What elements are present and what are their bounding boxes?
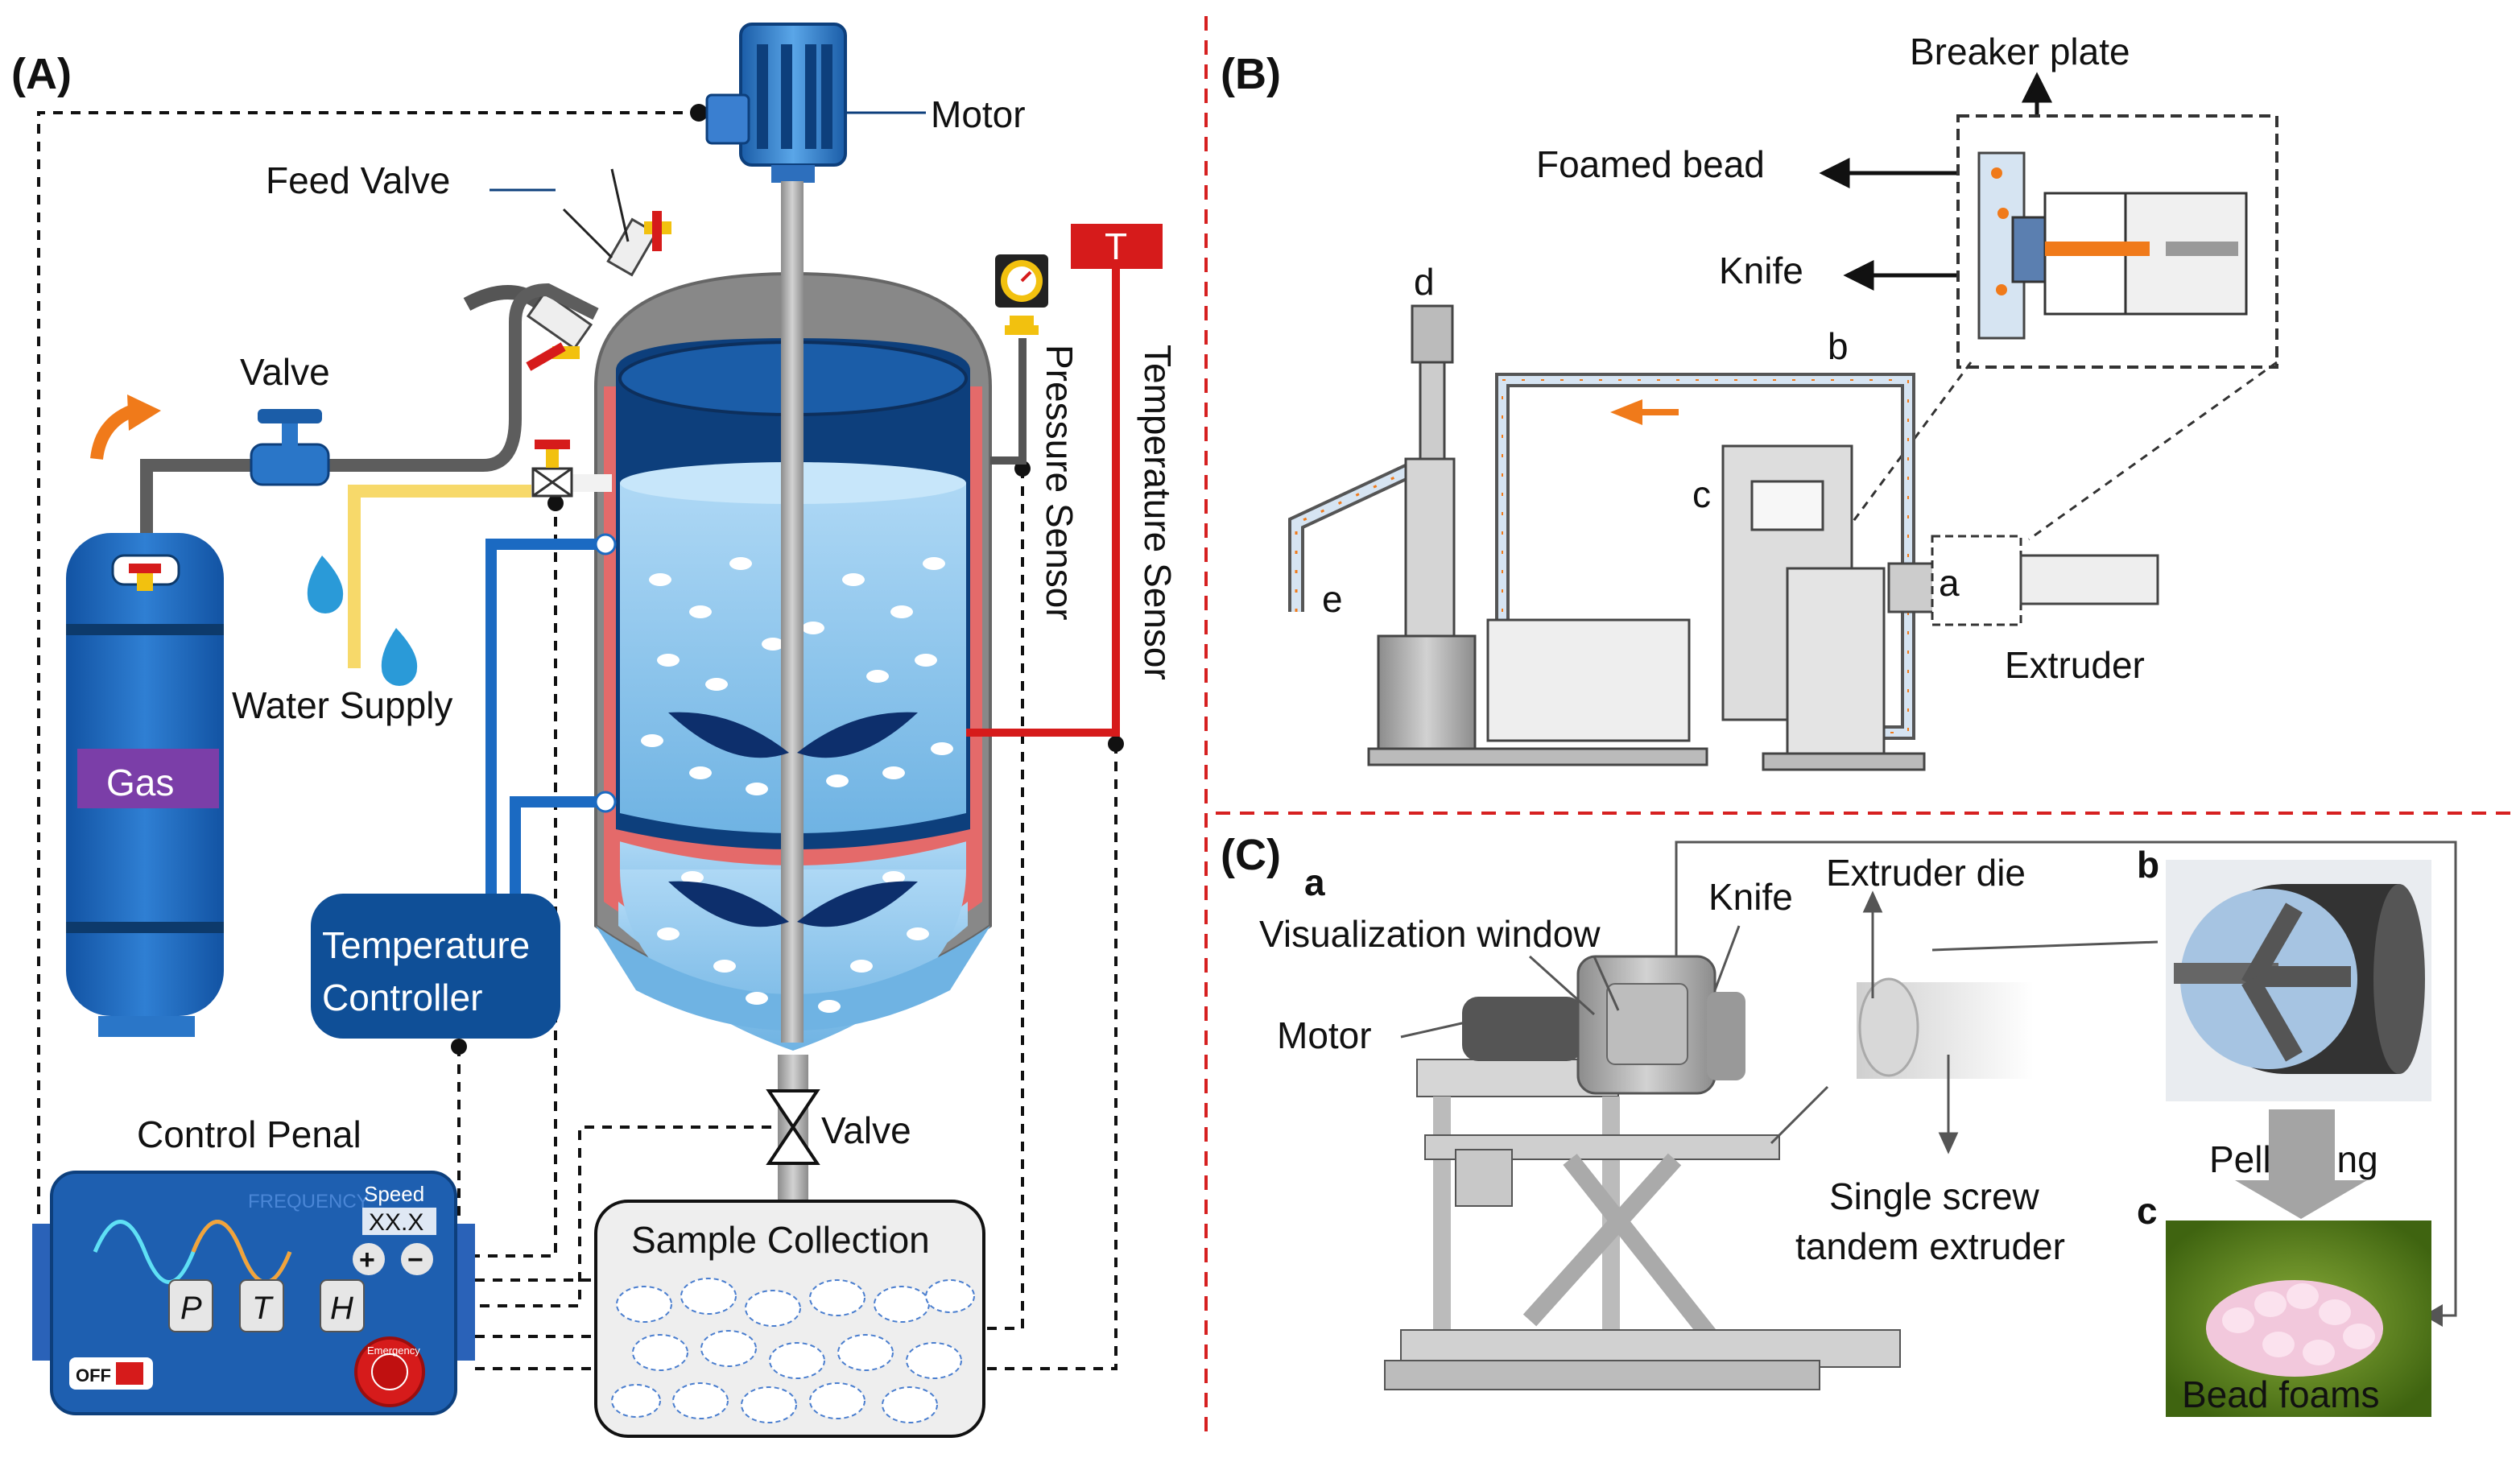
frequency-label: FREQUENCY <box>248 1191 370 1212</box>
control-panel <box>32 1171 475 1415</box>
control-panel-label: Control Penal <box>137 1113 361 1155</box>
water-supply-label: Water Supply <box>232 684 452 726</box>
motor-c-label: Motor <box>1277 1014 1372 1056</box>
impeller-blade <box>668 881 789 927</box>
temperature-sensor-t: T <box>1105 225 1127 267</box>
panel-a-label: (A) <box>11 50 72 98</box>
foamed-bead-label: Foamed bead <box>1536 143 1765 185</box>
sample-collection-label: Sample Collection <box>631 1219 930 1261</box>
process-route-line <box>1675 841 2457 1317</box>
impeller-blade <box>797 712 918 758</box>
temperature-controller-label: Controller <box>322 977 482 1018</box>
motor-icon <box>705 23 847 183</box>
visualization-window-label: Visualization window <box>1259 913 1601 955</box>
water-pipe <box>348 485 531 668</box>
label-b: b <box>1828 325 1849 367</box>
impeller-blade <box>668 712 789 758</box>
pressure-sensor-label: Pressure Sensor <box>1039 345 1080 621</box>
pelletizer-apparatus <box>1384 955 2034 1390</box>
wire-node <box>690 104 708 122</box>
sub-c-label: c <box>2137 1190 2158 1232</box>
zoom-inset <box>1850 114 2278 541</box>
coolant-pipe <box>510 796 605 894</box>
control-wiring <box>37 111 1117 1370</box>
callout-arrows-c <box>1400 890 2159 1154</box>
wire-node <box>547 495 564 511</box>
gas-cylinder <box>66 533 224 1037</box>
feed-valve-label: Feed Valve <box>266 159 450 201</box>
pelletizer-machine <box>1288 304 2159 771</box>
off-switch[interactable]: OFF <box>76 1365 111 1386</box>
plus-button[interactable]: + <box>359 1245 375 1275</box>
temperature-controller-label: Temperature <box>322 924 530 966</box>
breaker-plate-label: Breaker plate <box>1910 31 2130 72</box>
wire-node <box>451 1039 467 1055</box>
gas-pipe <box>140 283 599 556</box>
pipe-port <box>594 791 617 813</box>
extruder-label: Extruder <box>2005 644 2145 686</box>
pipe-port <box>594 533 617 556</box>
rotate-arrow-head <box>127 394 161 431</box>
minus-button[interactable]: − <box>407 1245 423 1275</box>
water-drop-icon <box>381 628 418 686</box>
t-button[interactable]: T <box>252 1291 274 1326</box>
pressure-gauge-icon <box>995 254 1048 335</box>
label-a: a <box>1939 562 1960 604</box>
temperature-controller <box>311 894 560 1039</box>
coolant-pipe <box>485 539 605 894</box>
label-d: d <box>1414 261 1435 303</box>
temperature-sensor-label: Temperature Sensor <box>1137 345 1179 680</box>
speed-label: Speed <box>364 1182 424 1206</box>
speed-value: XX.X <box>369 1209 423 1236</box>
pelletizing-arrow <box>2235 1109 2367 1219</box>
motor-label: Motor <box>931 93 1026 135</box>
valve-top-label: Valve <box>240 351 330 393</box>
p-button[interactable]: P <box>180 1291 202 1326</box>
h-button[interactable]: H <box>330 1291 353 1326</box>
valve-bottom-label: Valve <box>821 1109 911 1151</box>
valve-icon <box>250 409 330 486</box>
panel-b-label: (B) <box>1221 50 1281 98</box>
route-arrow-head <box>2423 1304 2443 1327</box>
sub-b-label: b <box>2137 844 2159 886</box>
pelletizer-knife-image <box>2166 860 2431 1101</box>
panel-c-label: (C) <box>1221 831 1281 879</box>
water-valve-icon <box>531 440 573 498</box>
bottom-valve-icon <box>766 1089 820 1165</box>
knife-label: Knife <box>1719 250 1803 291</box>
sub-a-label: a <box>1304 861 1325 903</box>
rotate-arrow-icon <box>90 404 136 461</box>
wire-node <box>1108 736 1124 752</box>
agitator-shaft <box>781 181 804 1043</box>
label-c: c <box>1692 473 1711 515</box>
impeller-blade <box>797 881 918 927</box>
single-screw-label: Single screw <box>1829 1175 2040 1217</box>
gas-label: Gas <box>106 762 174 803</box>
water-drop-icon <box>307 556 344 613</box>
emergency-button[interactable]: Emergency <box>367 1344 420 1357</box>
extruder-die-label: Extruder die <box>1826 852 2026 894</box>
feed-valve-icon <box>463 168 671 371</box>
tank-beads <box>641 557 953 1013</box>
bead-foams-image <box>2166 1221 2431 1417</box>
temperature-sensor-line <box>966 250 1120 737</box>
knife-c-label: Knife <box>1708 876 1793 918</box>
temperature-sensor-head <box>1071 224 1163 269</box>
pressure-sensor-pipe <box>990 338 1027 465</box>
single-screw-label: tandem extruder <box>1795 1225 2065 1267</box>
bead-foams-label: Bead foams <box>2182 1373 2379 1415</box>
sample-beads <box>611 1278 975 1423</box>
label-e: e <box>1322 578 1343 620</box>
